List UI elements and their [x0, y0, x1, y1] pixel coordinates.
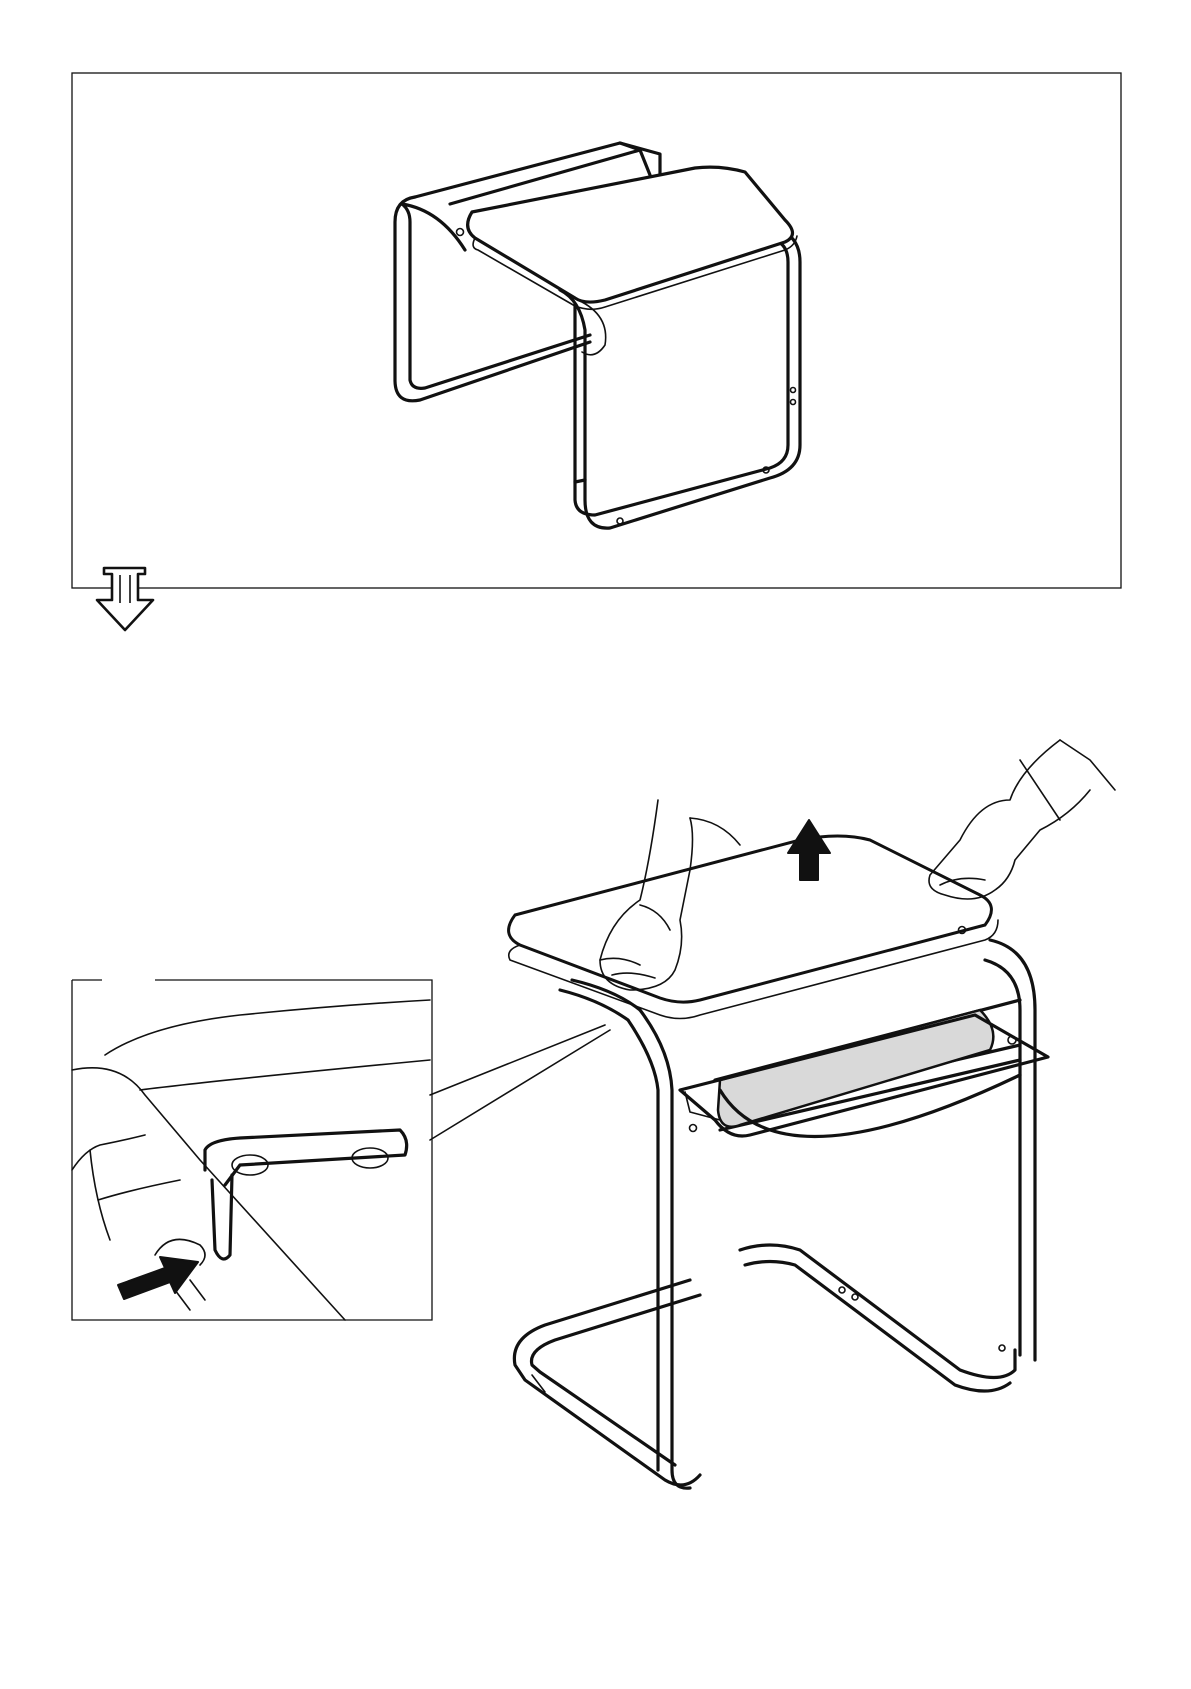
right-arrow-icon — [118, 1257, 198, 1299]
front-uprights — [560, 980, 697, 1488]
lifted-table-top — [509, 836, 998, 1019]
callout-leader-lines — [430, 1025, 610, 1140]
rear-uprights — [715, 940, 1035, 1360]
base-frame — [514, 1245, 1015, 1485]
press-latch-release-detail — [72, 980, 432, 1320]
right-hand — [929, 740, 1115, 899]
